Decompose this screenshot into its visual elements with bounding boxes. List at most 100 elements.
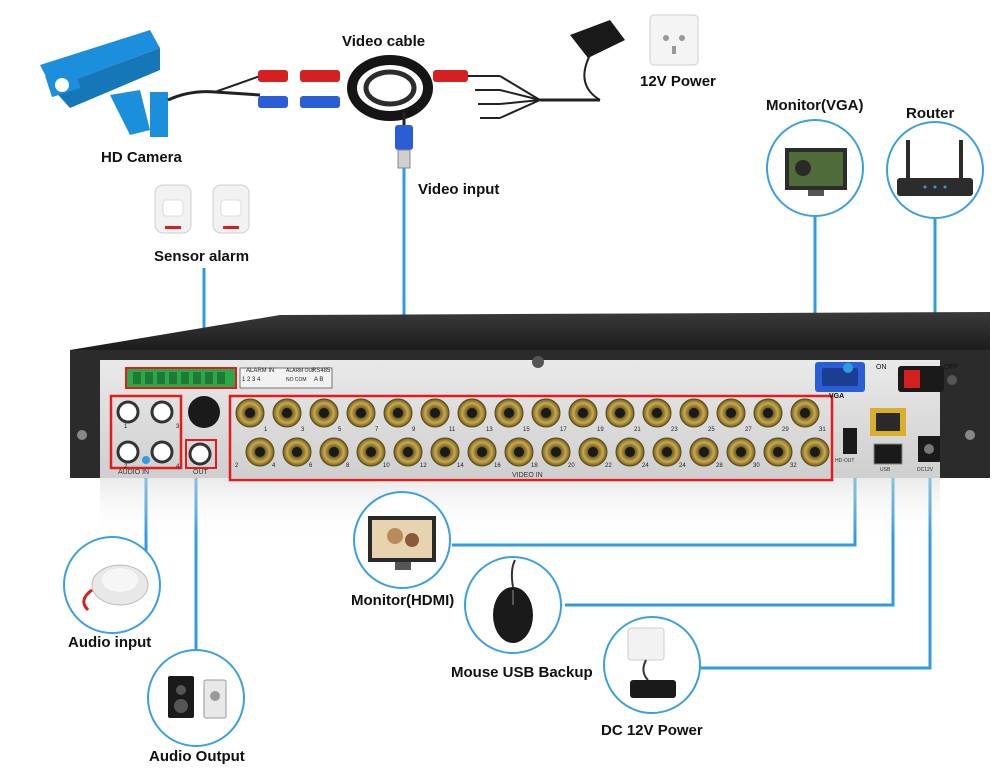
video-in-bnc-grid	[228, 394, 834, 482]
video-channel-number: 25	[708, 427, 715, 433]
monitor-hdmi-icon	[353, 491, 451, 589]
bnc-connector-core	[329, 447, 339, 457]
rear-right-ports	[815, 362, 957, 465]
bnc-connector-core	[726, 408, 736, 418]
panel-off: OFF	[944, 364, 958, 371]
video-channel-number: 20	[568, 463, 575, 469]
audio-output-icon	[147, 649, 245, 747]
label-monitor-hdmi: Monitor(HDMI)	[351, 592, 455, 609]
bnc-connector-core	[430, 408, 440, 418]
panel-video-in: VIDEO IN	[512, 472, 543, 479]
bnc-connector-core	[699, 447, 709, 457]
label-monitor-vga: Monitor(VGA)	[766, 97, 864, 114]
connector-lines	[120, 160, 937, 670]
video-channel-number: 30	[753, 463, 760, 469]
video-channel-number: 18	[531, 463, 538, 469]
video-channel-number: 22	[605, 463, 612, 469]
video-channel-number: 17	[560, 427, 567, 433]
audio-ports	[109, 394, 220, 470]
audio-input-icon	[63, 536, 161, 634]
mouse-usb-icon	[464, 556, 562, 654]
video-channel-number: 24	[679, 463, 686, 469]
panel-alarm-in-nums: 1 2 3 4	[242, 377, 261, 383]
bnc-connector-core	[551, 447, 561, 457]
audio-in-number: 2	[124, 464, 128, 470]
video-channel-number: 19	[597, 427, 604, 433]
label-video-input: Video input	[418, 181, 500, 198]
bnc-connector-core	[440, 447, 450, 457]
audio-in-number: 1	[124, 424, 128, 430]
panel-hdmi: HD-OUT	[835, 458, 855, 464]
video-channel-number: 6	[309, 463, 313, 469]
bnc-connector-core	[800, 408, 810, 418]
video-channel-number: 1	[264, 427, 268, 433]
video-channel-number: 2	[235, 463, 239, 469]
label-mouse-usb: Mouse USB Backup	[451, 664, 593, 681]
video-channel-number: 7	[375, 427, 379, 433]
hd-camera-icon	[40, 30, 168, 137]
audio-in-number: 4	[176, 464, 180, 470]
bnc-connector-core	[292, 447, 302, 457]
label-router: Router	[906, 105, 955, 122]
video-channel-number: 24	[642, 463, 649, 469]
bnc-connector-core	[514, 447, 524, 457]
video-channel-number: 29	[782, 427, 789, 433]
bnc-connector-core	[578, 408, 588, 418]
label-video-cable: Video cable	[342, 33, 426, 50]
bnc-connector-core	[763, 408, 773, 418]
label-hd-camera: HD Camera	[101, 149, 182, 166]
bnc-connector-core	[615, 408, 625, 418]
video-channel-number: 9	[412, 427, 416, 433]
video-cable-icon	[167, 55, 600, 169]
alarm-terminal-block	[125, 367, 333, 389]
bnc-connector-core	[662, 447, 672, 457]
video-channel-number: 5	[338, 427, 342, 433]
panel-on: ON	[876, 364, 887, 371]
dc-power-icon	[603, 616, 701, 714]
video-channel-number: 14	[457, 463, 464, 469]
panel-usb: USB	[880, 467, 891, 473]
panel-alarm-out-terms: NO COM	[286, 377, 307, 383]
bnc-connector-core	[477, 447, 487, 457]
panel-dc: DC12V	[917, 467, 934, 473]
video-channel-number: 28	[716, 463, 723, 469]
bnc-connector-core	[689, 408, 699, 418]
bnc-connector-core	[773, 447, 783, 457]
video-channel-number: 12	[420, 463, 427, 469]
monitor-vga-icon	[766, 119, 864, 217]
video-channel-number: 16	[494, 463, 501, 469]
panel-rs485: RS485	[312, 368, 331, 374]
panel-vga: VGA	[829, 393, 845, 400]
bnc-connector-core	[504, 408, 514, 418]
panel-alarm-out: ALARM OUT	[286, 368, 316, 374]
bnc-connector-core	[541, 408, 551, 418]
video-channel-number: 21	[634, 427, 641, 433]
bnc-connector-core	[467, 408, 477, 418]
bnc-connector-core	[282, 408, 292, 418]
bnc-connector-core	[393, 408, 403, 418]
bnc-connector-core	[625, 447, 635, 457]
label-sensor-alarm: Sensor alarm	[154, 248, 250, 265]
video-channel-number: 32	[790, 463, 797, 469]
bnc-connector-core	[245, 408, 255, 418]
bnc-connector-core	[652, 408, 662, 418]
video-channel-number: 31	[819, 427, 826, 433]
video-channel-number: 13	[486, 427, 493, 433]
video-channel-number: 10	[383, 463, 390, 469]
bnc-connector-core	[319, 408, 329, 418]
label-audio-output: Audio Output	[149, 748, 245, 765]
bnc-connector-core	[810, 447, 820, 457]
bnc-connector-core	[255, 447, 265, 457]
video-channel-number: 3	[301, 427, 305, 433]
panel-audio-in: AUDIO IN	[118, 469, 150, 476]
bnc-connector-core	[588, 447, 598, 457]
bnc-connector-core	[736, 447, 746, 457]
bnc-connector-core	[403, 447, 413, 457]
video-channel-number: 15	[523, 427, 530, 433]
sensor-alarm-icon	[154, 184, 250, 234]
label-dc-12v-power: DC 12V Power	[601, 722, 703, 739]
video-channel-number: 23	[671, 427, 678, 433]
label-12v-power: 12V Power	[640, 73, 716, 90]
power-adapter-icon	[570, 14, 699, 101]
